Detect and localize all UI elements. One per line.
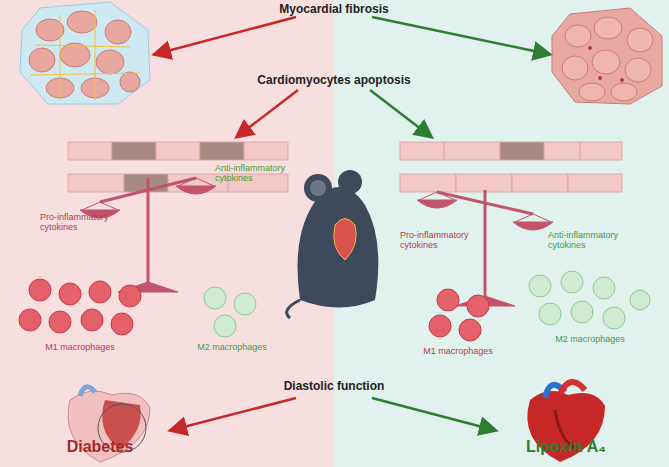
group-title: Lipoxin A₄	[526, 438, 606, 456]
group-title: Diabetes	[67, 438, 134, 456]
macrophage-label: M2 macrophages	[555, 334, 625, 344]
section-title: Myocardial fibrosis	[279, 3, 388, 17]
macrophage-label: M1 macrophages	[45, 342, 115, 352]
cytokine-label: Pro-inflammatory cytokines	[40, 212, 120, 233]
macrophage-label: M2 macrophages	[197, 342, 267, 352]
cytokine-label: Anti-inflammatory cytokines	[548, 230, 628, 251]
macrophage-label: M1 macrophages	[423, 346, 493, 356]
section-title: Cardiomyocytes apoptosis	[257, 74, 410, 88]
cytokine-label: Anti-inflammatory cytokines	[215, 163, 295, 184]
cytokine-label: Pro-inflammatory cytokines	[400, 230, 480, 251]
section-title: Diastolic function	[284, 380, 385, 394]
